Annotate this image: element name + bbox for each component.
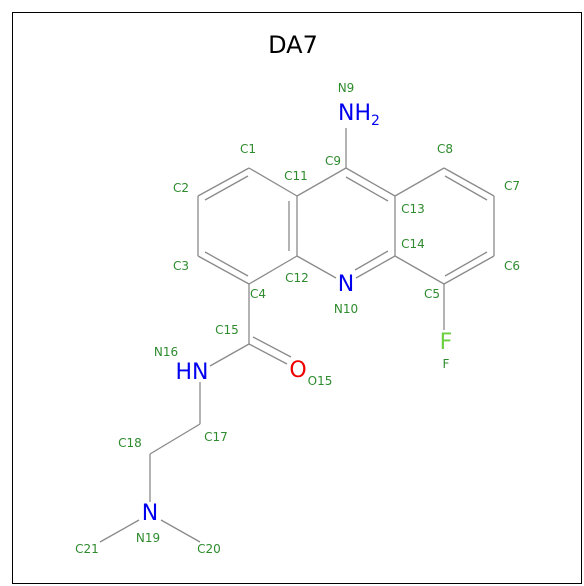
bond-n19-c21 xyxy=(99,519,140,543)
bond-c3-c4-inner xyxy=(204,251,249,277)
atom-label-c21: C21 xyxy=(75,542,99,556)
bond-c14-n10-inner xyxy=(354,250,389,271)
atom-label-c8: C8 xyxy=(437,142,453,156)
atom-label-c15: C15 xyxy=(215,323,239,337)
bond-n19-c20 xyxy=(160,519,201,543)
atom-label-n19: N19 xyxy=(136,531,160,545)
atom-labels: N9 C1 C9 C8 C2 C11 C7 C13 C14 C3 C6 C12 … xyxy=(75,81,520,556)
atom-label-n16: N16 xyxy=(154,345,178,359)
atom-label-o15: O15 xyxy=(308,374,333,388)
atom-label-c6: C6 xyxy=(504,259,520,273)
bond-c6-c5 xyxy=(443,255,495,285)
bond-c4-c12 xyxy=(248,255,298,285)
bond-c5-c14 xyxy=(394,255,445,285)
atom-label-c4: C4 xyxy=(250,287,266,301)
bond-c6-c5-inner xyxy=(444,251,488,277)
amine-nh2-symbol: NH2 xyxy=(338,101,380,129)
bond-n10-c12 xyxy=(296,255,337,279)
atom-label-c11: C11 xyxy=(284,169,308,183)
atom-label-c12: C12 xyxy=(285,271,309,285)
atom-label-c18: C18 xyxy=(118,436,142,450)
diagram-title: DA7 xyxy=(268,31,318,59)
bond-c15-o15-a xyxy=(248,343,288,365)
bond-c1-c2-inner xyxy=(204,175,249,201)
atom-label-c14: C14 xyxy=(401,237,425,251)
amide-nh-symbol: HN xyxy=(176,360,209,385)
ring-nitrogen-symbol: N xyxy=(338,272,354,297)
bond-c17-c18 xyxy=(149,423,201,455)
element-symbols: NH2 N HN O F N xyxy=(142,101,453,526)
atom-label-c9: C9 xyxy=(325,154,341,168)
bond-c11-c1 xyxy=(248,167,298,197)
atom-label-c1: C1 xyxy=(240,142,256,156)
bond-c11-c9 xyxy=(296,167,347,197)
bond-c15-o15-b xyxy=(252,336,292,358)
bond-c8-c7-inner xyxy=(444,175,488,201)
atom-label-c2: C2 xyxy=(173,181,189,195)
bond-c3-c4 xyxy=(197,255,250,285)
atom-label-c13: C13 xyxy=(401,202,425,216)
bond-c8-c7 xyxy=(443,167,495,197)
diagram-frame xyxy=(12,12,582,584)
bond-c13-c8 xyxy=(394,167,445,197)
atom-label-c7: C7 xyxy=(504,179,520,193)
bond-c9-c13 xyxy=(345,167,396,197)
bond-c1-c2 xyxy=(197,167,250,197)
bond-c9-c13-inner xyxy=(345,176,389,202)
bonds xyxy=(99,128,495,543)
bond-c14-n10 xyxy=(355,255,396,279)
atom-label-c17: C17 xyxy=(204,430,228,444)
atom-label-f: F xyxy=(443,357,450,371)
atom-label-c20: C20 xyxy=(197,542,221,556)
atom-label-c5: C5 xyxy=(424,287,440,301)
oxygen-symbol: O xyxy=(289,358,306,383)
atom-label-n10: N10 xyxy=(334,302,358,316)
atom-label-c3: C3 xyxy=(173,259,189,273)
atom-label-n9: N9 xyxy=(338,81,355,95)
tertiary-nitrogen-symbol: N xyxy=(142,501,158,526)
bond-c15-n16 xyxy=(209,343,250,367)
fluorine-symbol: F xyxy=(440,330,453,355)
